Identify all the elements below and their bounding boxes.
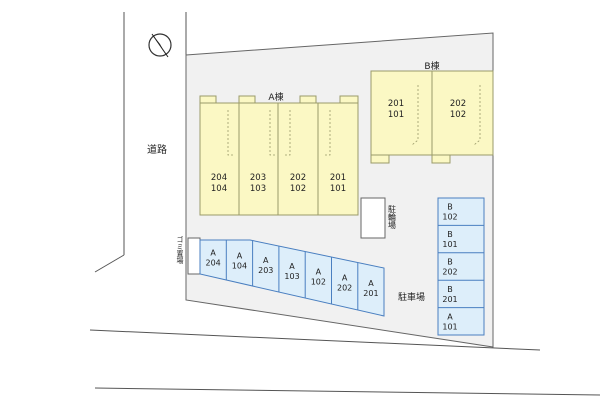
parking-space-number: 101: [442, 240, 457, 249]
parking-space-building: B: [447, 285, 453, 294]
building-a-unit-upper: 203: [250, 173, 266, 183]
parking-space-building: A: [289, 262, 295, 271]
parking-space-number: 102: [442, 213, 457, 222]
parking-space-number: 202: [442, 268, 457, 277]
parking-space-building: A: [447, 312, 453, 321]
parking-space-number: 102: [311, 278, 326, 287]
road-edge-bottom-lower: [94, 387, 600, 396]
building-b-unit-upper: 201: [388, 99, 404, 109]
building-b-unit-lower: 101: [388, 110, 404, 120]
parking-space-number: 204: [206, 259, 221, 268]
bicycle-parking: 駐輪場: [360, 197, 397, 239]
building-a-unit-lower: 104: [211, 184, 227, 194]
building-a-unit-lower: 103: [250, 184, 266, 194]
parking-space-building: A: [368, 279, 374, 288]
parking-space-building: A: [237, 252, 243, 261]
parking-space-number: 103: [284, 272, 299, 281]
building-a-label: A棟: [268, 91, 283, 103]
parking-space-building: B: [447, 230, 453, 239]
building-a-unit-lower: 101: [330, 184, 346, 194]
road-curve: [94, 254, 125, 273]
building-a-unit-upper: 204: [211, 173, 227, 183]
building-a-unit-upper: 202: [290, 173, 306, 183]
garbage-area: ゴミ置場: [176, 235, 201, 275]
road-lines: [89, 12, 600, 396]
parking-space-building: B: [447, 203, 453, 212]
parking-space-building: A: [210, 249, 216, 258]
building-a-unit-lower: 102: [290, 184, 306, 194]
building-a-unit-upper: 201: [330, 173, 346, 183]
building-b-unit-upper: 202: [450, 99, 466, 109]
road-label: 道路: [147, 143, 167, 156]
building-a-body: [199, 102, 359, 216]
bicycle-parking-label: 駐輪場: [388, 204, 397, 230]
parking-space-number: 104: [232, 262, 247, 271]
parking-space-building: A: [342, 273, 348, 282]
road-edge-bottom-upper: [89, 329, 541, 351]
building-b-unit-lower: 102: [450, 110, 466, 120]
parking-space-number: 101: [442, 322, 457, 331]
parking-space-number: 202: [337, 283, 352, 292]
parking-space-building: A: [316, 268, 322, 277]
parking-space-number: 201: [442, 295, 457, 304]
parking-space-building: A: [263, 256, 269, 265]
garbage-label: ゴミ置場: [176, 235, 184, 265]
parking-label: 駐車場: [398, 291, 425, 303]
parking-space-building: B: [447, 258, 453, 267]
north-arrow-icon: [148, 33, 172, 58]
parking-space-number: 203: [258, 266, 273, 275]
building-b-label: B棟: [424, 60, 439, 72]
parking-space-number: 201: [363, 289, 378, 298]
